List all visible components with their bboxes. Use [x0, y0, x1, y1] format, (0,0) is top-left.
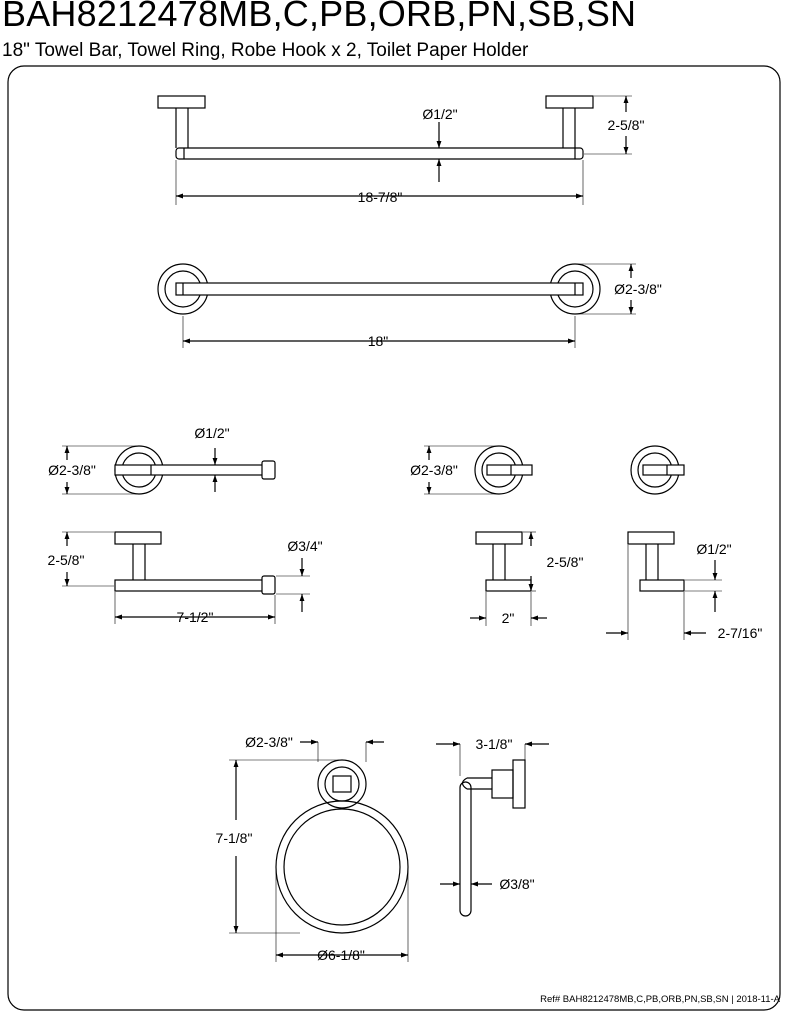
- dim-ring-diameter: Ø6-1/8": [317, 947, 365, 963]
- robe-hook-2-side-view: [606, 531, 722, 640]
- dim-ring-height: 7-1/8": [216, 830, 253, 846]
- dim-hook2-rod-diameter: Ø1/2": [696, 541, 731, 557]
- set-description: 18" Towel Bar, Towel Ring, Robe Hook x 2…: [2, 40, 529, 61]
- dim-bar-overall-length: 18-7/8": [358, 189, 403, 205]
- dim-bar-rod-diameter: Ø1/2": [422, 106, 457, 122]
- dim-ring-rod-diameter: Ø3/8": [499, 876, 534, 892]
- robe-hook-front-view: [424, 445, 533, 495]
- dim-holder-flange-diameter: Ø2-3/8": [48, 462, 96, 478]
- dim-holder-length: 7-1/2": [177, 609, 214, 625]
- robe-hook-2-front-view: [630, 445, 685, 495]
- dim-bar-projection: 2-5/8": [608, 117, 645, 133]
- robe-hook-side-view: [470, 531, 547, 626]
- dim-bar-length: 18": [368, 333, 389, 349]
- drawing-frame: [7, 65, 781, 1011]
- dim-holder-projection: 2-5/8": [48, 552, 85, 568]
- dim-ring-projection: 3-1/8": [476, 736, 513, 752]
- towel-bar-side-view: [157, 95, 632, 205]
- towel-ring-side-view: [436, 741, 549, 917]
- dim-bar-flange-diameter: Ø2-3/8": [614, 281, 662, 297]
- dim-hook-projection: 2-5/8": [547, 554, 584, 570]
- towel-bar-front-view: [157, 263, 636, 348]
- towel-ring-front-view: [229, 739, 409, 962]
- paper-holder-side-view: [62, 531, 310, 624]
- dim-hook2-width: 2-7/16": [718, 625, 763, 641]
- reference-number: Ref# BAH8212478MB,C,PB,ORB,PN,SB,SN | 20…: [540, 994, 781, 1005]
- paper-holder-front-view: [62, 445, 276, 495]
- dim-hook-width: 2": [502, 610, 515, 626]
- dim-holder-rod-diameter: Ø1/2": [194, 425, 229, 441]
- dim-ring-flange-diameter: Ø2-3/8": [245, 734, 293, 750]
- dim-holder-end-diameter: Ø3/4": [287, 538, 322, 554]
- dim-hook-flange-diameter: Ø2-3/8": [410, 462, 458, 478]
- model-number-title: BAH8212478MB,C,PB,ORB,PN,SB,SN: [2, 0, 637, 34]
